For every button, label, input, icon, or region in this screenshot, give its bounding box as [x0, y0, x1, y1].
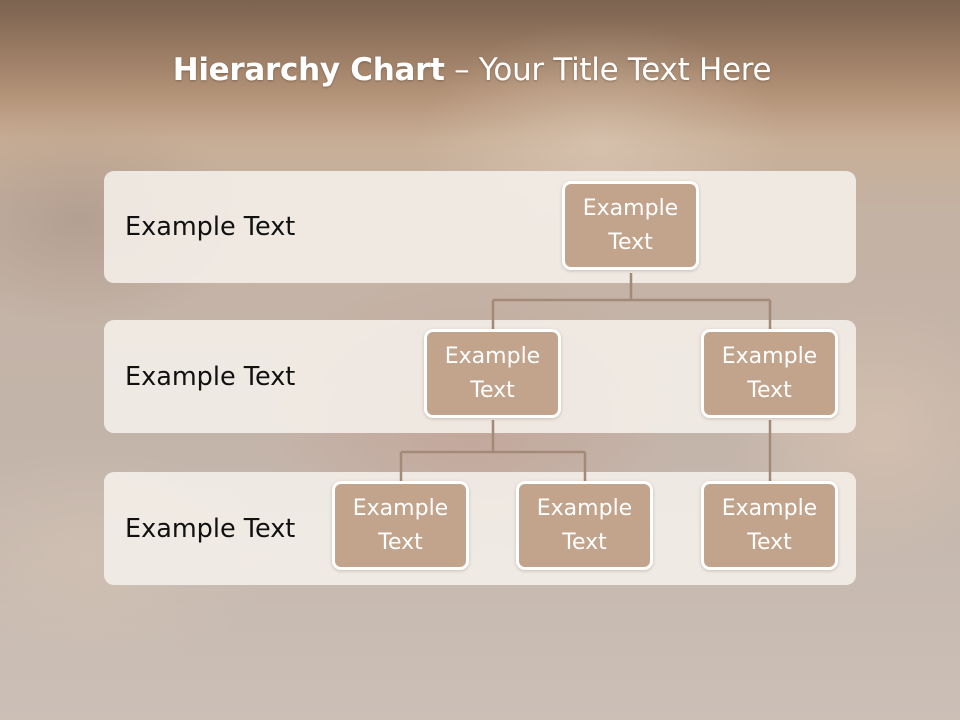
level-label-2: Example Text [125, 361, 296, 392]
node-bottom-center-label: Example Text [536, 495, 633, 555]
node-root-label: Example Text [582, 195, 679, 255]
connector-root-to-mid [491, 273, 772, 331]
node-bottom-right[interactable]: Example Text [701, 481, 838, 570]
node-bottom-center[interactable]: Example Text [516, 481, 653, 570]
slide-title: Hierarchy Chart – Your Title Text Here [0, 52, 944, 88]
node-bottom-left-label: Example Text [352, 495, 449, 555]
node-mid-left[interactable]: Example Text [424, 329, 561, 418]
title-band [0, 0, 960, 150]
node-bottom-right-label: Example Text [721, 495, 818, 555]
level-label-1: Example Text [125, 212, 296, 242]
level-band-1: Example Text [104, 171, 856, 283]
level-label-3: Example Text [125, 513, 296, 544]
slide-title-bold: Hierarchy Chart [172, 52, 445, 88]
node-mid-right-label: Example Text [721, 343, 818, 403]
node-mid-right[interactable]: Example Text [701, 329, 838, 418]
connector-midleft-to-bottom [399, 420, 587, 483]
slide-title-rest: – Your Title Text Here [444, 52, 772, 88]
node-bottom-left[interactable]: Example Text [332, 481, 469, 570]
node-mid-left-label: Example Text [444, 343, 541, 403]
node-root[interactable]: Example Text [562, 181, 699, 270]
